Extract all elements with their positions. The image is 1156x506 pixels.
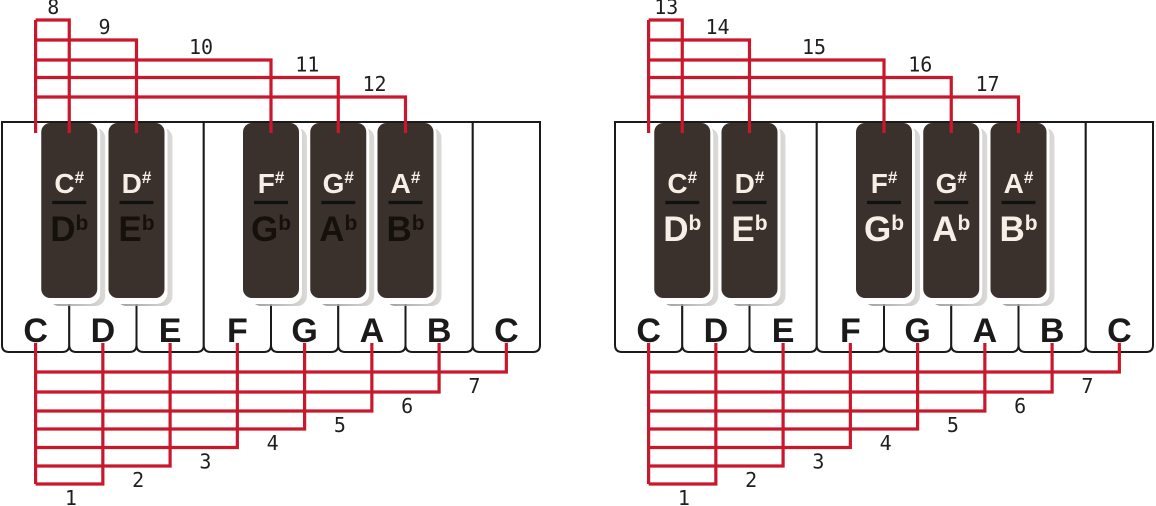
number-label-13: 13 — [654, 0, 678, 19]
number-label-bottom-2: 2 — [745, 468, 757, 492]
number-label-bottom-1: 1 — [678, 486, 690, 506]
sharp-label-A-sharp: A# — [391, 168, 421, 199]
number-label-bottom-5: 5 — [947, 413, 959, 437]
sharp-label-G-sharp: G# — [323, 168, 355, 199]
red-brackets — [33, 18, 508, 486]
number-label-9: 9 — [98, 15, 110, 39]
red-brackets — [646, 18, 1121, 486]
note-label-E-2: E — [159, 312, 182, 350]
bottom-bracket-3 — [648, 343, 852, 450]
bottom-bracket-3 — [35, 343, 239, 450]
flat-label-B-flat: Bb — [386, 210, 424, 249]
number-label-bottom-3: 3 — [199, 450, 211, 474]
sharp-label-C-sharp: C# — [667, 168, 697, 199]
flat-label-G-flat: Gb — [251, 210, 291, 249]
top-bracket-9 — [35, 38, 139, 133]
flat-label-A-flat: Ab — [932, 210, 970, 249]
number-label-12: 12 — [362, 72, 386, 96]
bottom-bracket-7 — [648, 343, 1121, 374]
bottom-bracket-2 — [648, 343, 785, 468]
black-key-A-sharp: A# Bb — [374, 123, 442, 306]
black-key-surface — [243, 123, 299, 298]
sharp-label-F-sharp: F# — [871, 168, 898, 199]
number-label-bottom-1: 1 — [65, 486, 77, 506]
number-label-bottom-3: 3 — [812, 450, 824, 474]
black-key-G-sharp: G# Ab — [307, 123, 375, 306]
black-key-A-sharp: A# Bb — [987, 123, 1055, 306]
sharp-label-F-sharp: F# — [258, 168, 285, 199]
sharp-label-D-sharp: D# — [735, 168, 765, 199]
white-key-C-7 — [471, 121, 541, 353]
black-key-surface — [377, 123, 434, 298]
flat-label-G-flat: Gb — [864, 210, 904, 249]
flat-label-D-flat: Db — [663, 210, 701, 249]
number-label-bottom-6: 6 — [401, 394, 413, 418]
black-key-C-sharp: C# Db — [651, 123, 719, 306]
top-bracket-11 — [35, 75, 340, 133]
top-bracket-14 — [648, 38, 752, 133]
black-key-D-sharp: D# Eb — [105, 123, 173, 306]
top-bracket-17 — [648, 95, 1021, 133]
top-bracket-15 — [648, 58, 886, 133]
number-label-bottom-4: 4 — [267, 431, 279, 455]
bottom-bracket-6 — [35, 343, 441, 394]
flat-label-A-flat: Ab — [319, 210, 357, 249]
number-label-16: 16 — [908, 53, 932, 77]
top-bracket-8 — [35, 18, 71, 133]
bottom-bracket-1 — [648, 343, 718, 486]
note-label-F-3: F — [227, 312, 248, 350]
flat-label-B-flat: Bb — [999, 210, 1037, 249]
number-label-bottom-4: 4 — [880, 431, 892, 455]
flat-label-E-flat: Eb — [731, 210, 767, 249]
note-label-E-2: E — [772, 312, 795, 350]
flat-label-E-flat: Eb — [118, 210, 154, 249]
black-key-surface — [721, 123, 778, 298]
bottom-bracket-7 — [35, 343, 508, 374]
bottom-bracket-5 — [35, 343, 374, 413]
black-key-surface — [310, 123, 367, 298]
number-label-bottom-6: 6 — [1014, 394, 1026, 418]
bottom-bracket-5 — [648, 343, 987, 413]
number-label-8: 8 — [47, 0, 59, 19]
black-key-F-sharp: F# Gb — [853, 123, 920, 306]
black-key-C-sharp: C# Db — [38, 123, 106, 306]
number-label-bottom-7: 7 — [1081, 374, 1093, 398]
black-key-surface — [41, 123, 98, 298]
bottom-bracket-2 — [35, 343, 172, 468]
black-key-F-sharp: F# Gb — [240, 123, 307, 306]
bottom-bracket-1 — [35, 343, 105, 486]
black-key-surface — [856, 123, 912, 298]
black-key-surface — [654, 123, 711, 298]
sharp-label-C-sharp: C# — [54, 168, 84, 199]
black-key-surface — [923, 123, 980, 298]
black-key-surface — [108, 123, 165, 298]
number-label-bottom-7: 7 — [468, 374, 480, 398]
top-bracket-13 — [648, 18, 684, 133]
number-label-bottom-2: 2 — [132, 468, 144, 492]
note-label-F-3: F — [840, 312, 861, 350]
top-bracket-12 — [35, 95, 408, 133]
sharp-label-A-sharp: A# — [1004, 168, 1034, 199]
black-key-D-sharp: D# Eb — [718, 123, 786, 306]
flat-label-D-flat: Db — [50, 210, 88, 249]
white-key-C-7 — [1084, 121, 1154, 353]
black-key-surface — [990, 123, 1047, 298]
sharp-label-G-sharp: G# — [936, 168, 968, 199]
black-key-G-sharp: G# Ab — [920, 123, 988, 306]
number-label-17: 17 — [975, 72, 999, 96]
top-bracket-16 — [648, 75, 953, 133]
number-label-11: 11 — [295, 53, 319, 77]
number-label-bottom-5: 5 — [334, 413, 346, 437]
sharp-label-D-sharp: D# — [122, 168, 152, 199]
number-label-10: 10 — [189, 35, 213, 59]
bottom-bracket-6 — [648, 343, 1054, 394]
top-bracket-10 — [35, 58, 273, 133]
number-label-15: 15 — [802, 35, 826, 59]
number-label-14: 14 — [705, 15, 729, 39]
